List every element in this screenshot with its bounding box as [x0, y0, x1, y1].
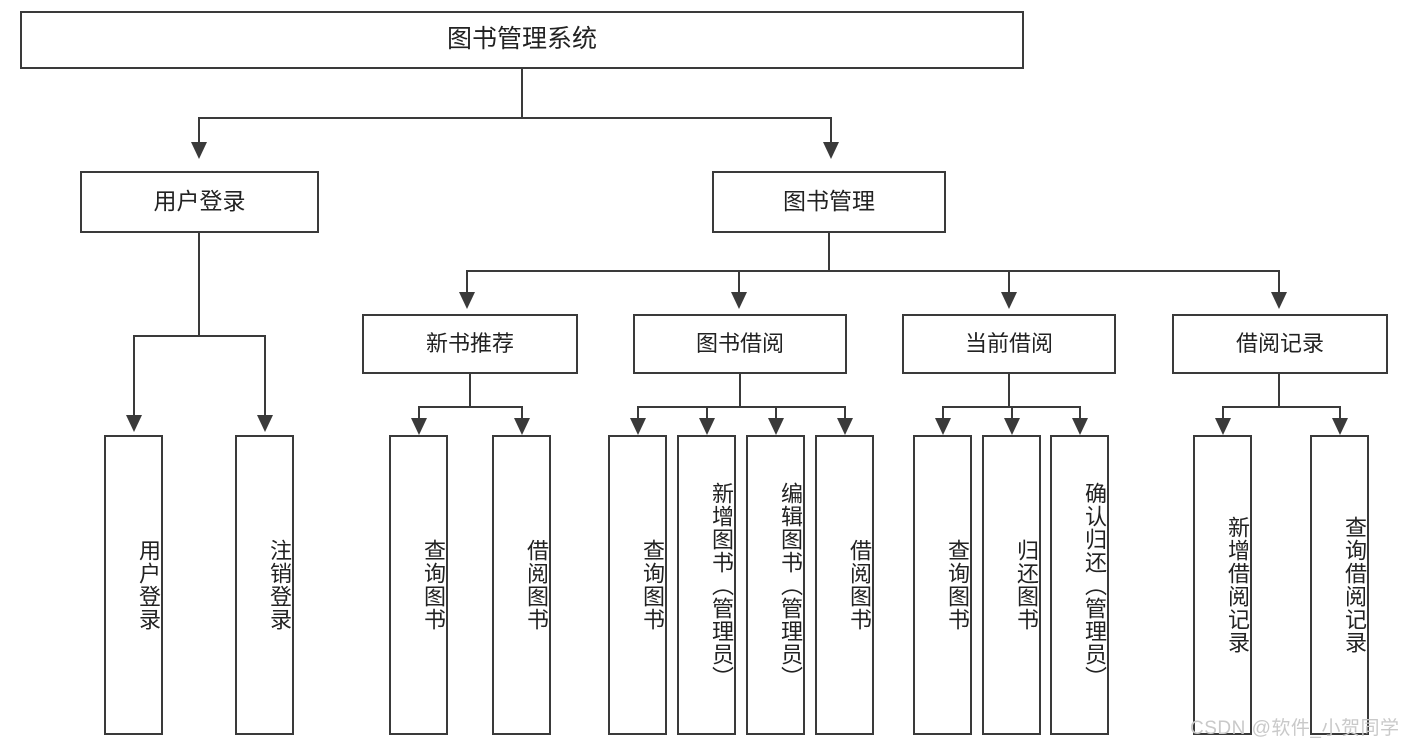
node-label: 查询图书	[640, 539, 665, 631]
leaf-query-book-current[interactable]: 查询图书	[913, 435, 972, 735]
leaf-add-borrow-record[interactable]: 新增借阅记录	[1193, 435, 1252, 735]
node-label: 确认归还（管理员）	[1082, 481, 1107, 689]
leaf-edit-book-admin[interactable]: 编辑图书（管理员）	[746, 435, 805, 735]
edge-level2-drop-right	[830, 117, 832, 145]
edge-bb-drop-2	[706, 406, 708, 421]
arrowhead-bb-leaf-3	[768, 418, 784, 435]
edge-br-drop-1	[1222, 406, 1224, 421]
node-label: 图书借阅	[695, 331, 784, 357]
leaf-return-book[interactable]: 归还图书	[982, 435, 1041, 735]
node-book-management[interactable]: 图书管理	[712, 171, 946, 233]
leaf-query-book-borrow[interactable]: 查询图书	[608, 435, 667, 735]
edge-cb-drop-1	[942, 406, 944, 421]
edge-cb-drop-3	[1079, 406, 1081, 421]
arrowhead-bb-leaf-2	[699, 418, 715, 435]
edge-user-login-drop-1	[133, 335, 135, 419]
node-label: 借阅图书	[847, 539, 872, 631]
edge-level3-drop-2	[738, 270, 740, 296]
edge-book-borrow-bus	[637, 406, 845, 408]
watermark-text: CSDN @软件_小贺同学	[1190, 718, 1400, 739]
arrowhead-to-user-login-leaf	[126, 415, 142, 432]
edge-user-login-stem	[198, 233, 200, 336]
node-label: 用户登录	[153, 188, 246, 215]
node-label: 图书管理系统	[446, 25, 597, 54]
node-borrow-record[interactable]: 借阅记录	[1172, 314, 1388, 374]
edge-user-login-bus	[133, 335, 266, 337]
edge-new-book-stem	[469, 374, 471, 407]
node-label: 编辑图书（管理员）	[778, 481, 803, 689]
node-label: 新增图书（管理员）	[709, 481, 734, 689]
node-user-login[interactable]: 用户登录	[80, 171, 319, 233]
node-current-borrow[interactable]: 当前借阅	[902, 314, 1116, 374]
node-label: 查询借阅记录	[1342, 516, 1367, 654]
leaf-query-borrow-record[interactable]: 查询借阅记录	[1310, 435, 1369, 735]
arrowhead-to-current-borrow	[1001, 292, 1017, 309]
node-root-book-management-system[interactable]: 图书管理系统	[20, 11, 1024, 69]
edge-book-borrow-stem	[739, 374, 741, 407]
node-label: 查询图书	[945, 539, 970, 631]
leaf-query-book-recommend[interactable]: 查询图书	[389, 435, 448, 735]
arrowhead-to-borrow-record	[1271, 292, 1287, 309]
edge-user-login-drop-2	[264, 335, 266, 419]
node-label: 注销登录	[267, 539, 292, 631]
node-label: 归还图书	[1014, 539, 1039, 631]
edge-br-drop-2	[1339, 406, 1341, 421]
edge-book-management-stem	[828, 233, 830, 271]
arrowhead-br-leaf-2	[1332, 418, 1348, 435]
node-label: 新书推荐	[425, 331, 514, 357]
node-label: 借阅记录	[1235, 331, 1324, 357]
edge-borrow-record-bus	[1222, 406, 1341, 408]
arrowhead-to-book-management	[823, 142, 839, 159]
node-new-book-recommend[interactable]: 新书推荐	[362, 314, 578, 374]
edge-level3-drop-3	[1008, 270, 1010, 296]
edge-current-borrow-stem	[1008, 374, 1010, 407]
arrowhead-to-logout-leaf	[257, 415, 273, 432]
arrowhead-nb-leaf-2	[514, 418, 530, 435]
edge-level2-drop-left	[198, 117, 200, 145]
edge-borrow-record-stem	[1278, 374, 1280, 407]
arrowhead-to-user-login	[191, 142, 207, 159]
leaf-borrow-book[interactable]: 借阅图书	[815, 435, 874, 735]
leaf-add-book-admin[interactable]: 新增图书（管理员）	[677, 435, 736, 735]
node-label: 借阅图书	[524, 539, 549, 631]
arrowhead-bb-leaf-1	[630, 418, 646, 435]
edge-bb-drop-1	[637, 406, 639, 421]
node-book-borrow[interactable]: 图书借阅	[633, 314, 847, 374]
edge-root-stem	[521, 69, 523, 118]
edge-level3-drop-4	[1278, 270, 1280, 296]
arrowhead-cb-leaf-1	[935, 418, 951, 435]
leaf-borrow-book-recommend[interactable]: 借阅图书	[492, 435, 551, 735]
node-label: 当前借阅	[964, 331, 1053, 357]
edge-bb-drop-4	[844, 406, 846, 421]
edge-new-book-drop-2	[521, 406, 523, 421]
arrowhead-br-leaf-1	[1215, 418, 1231, 435]
edge-cb-drop-2	[1011, 406, 1013, 421]
node-label: 查询图书	[421, 539, 446, 631]
node-label: 用户登录	[136, 539, 161, 631]
arrowhead-to-book-borrow	[731, 292, 747, 309]
arrowhead-nb-leaf-1	[411, 418, 427, 435]
arrowhead-cb-leaf-3	[1072, 418, 1088, 435]
edge-bb-drop-3	[775, 406, 777, 421]
leaf-logout[interactable]: 注销登录	[235, 435, 294, 735]
arrowhead-bb-leaf-4	[837, 418, 853, 435]
edge-new-book-bus	[418, 406, 523, 408]
edge-level3-drop-1	[466, 270, 468, 296]
arrowhead-to-new-book-recommend	[459, 292, 475, 309]
edge-level3-bus	[466, 270, 1280, 272]
edge-new-book-drop-1	[418, 406, 420, 421]
node-label: 新增借阅记录	[1225, 516, 1250, 654]
arrowhead-cb-leaf-2	[1004, 418, 1020, 435]
leaf-confirm-return-admin[interactable]: 确认归还（管理员）	[1050, 435, 1109, 735]
leaf-user-login[interactable]: 用户登录	[104, 435, 163, 735]
node-label: 图书管理	[783, 188, 875, 215]
edge-level2-bus	[198, 117, 832, 119]
